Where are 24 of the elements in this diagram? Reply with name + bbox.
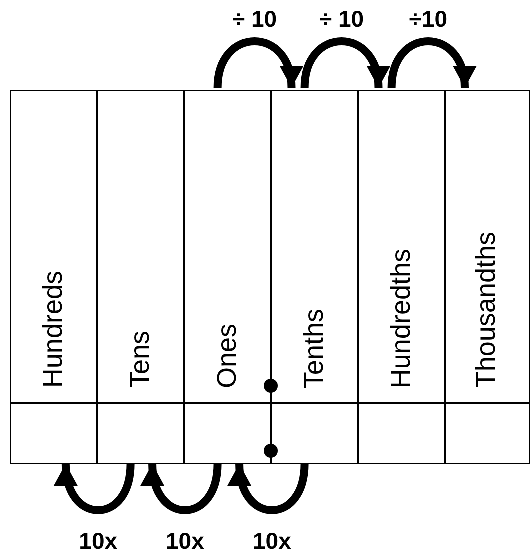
table-cell: [357, 402, 446, 464]
curved-arrow: [230, 464, 309, 514]
column-header-cell: [444, 90, 530, 404]
column-header-cell: [10, 90, 98, 404]
column-header-cell: [183, 90, 272, 404]
curved-arrow: [142, 464, 222, 514]
curved-arrow: [214, 38, 302, 88]
column-header-cell: [357, 90, 446, 404]
column-header-cell: [96, 90, 184, 404]
curved-arrow: [388, 38, 475, 88]
curved-arrow: [56, 464, 135, 514]
column-label: Hundreds: [40, 271, 68, 388]
column-label: Hundredths: [388, 248, 415, 388]
table-cell: [444, 402, 530, 464]
table-cell: [183, 402, 272, 464]
table-cell: [96, 402, 184, 464]
column-label: Ones: [214, 324, 241, 388]
column-label: Tens: [126, 331, 154, 388]
column-header-cell: [270, 90, 358, 404]
column-label: Thousandths: [473, 232, 500, 388]
column-label: Tenths: [300, 308, 328, 388]
table-cell: [270, 402, 358, 464]
table-cell: [10, 402, 98, 464]
curved-arrow: [300, 38, 388, 88]
